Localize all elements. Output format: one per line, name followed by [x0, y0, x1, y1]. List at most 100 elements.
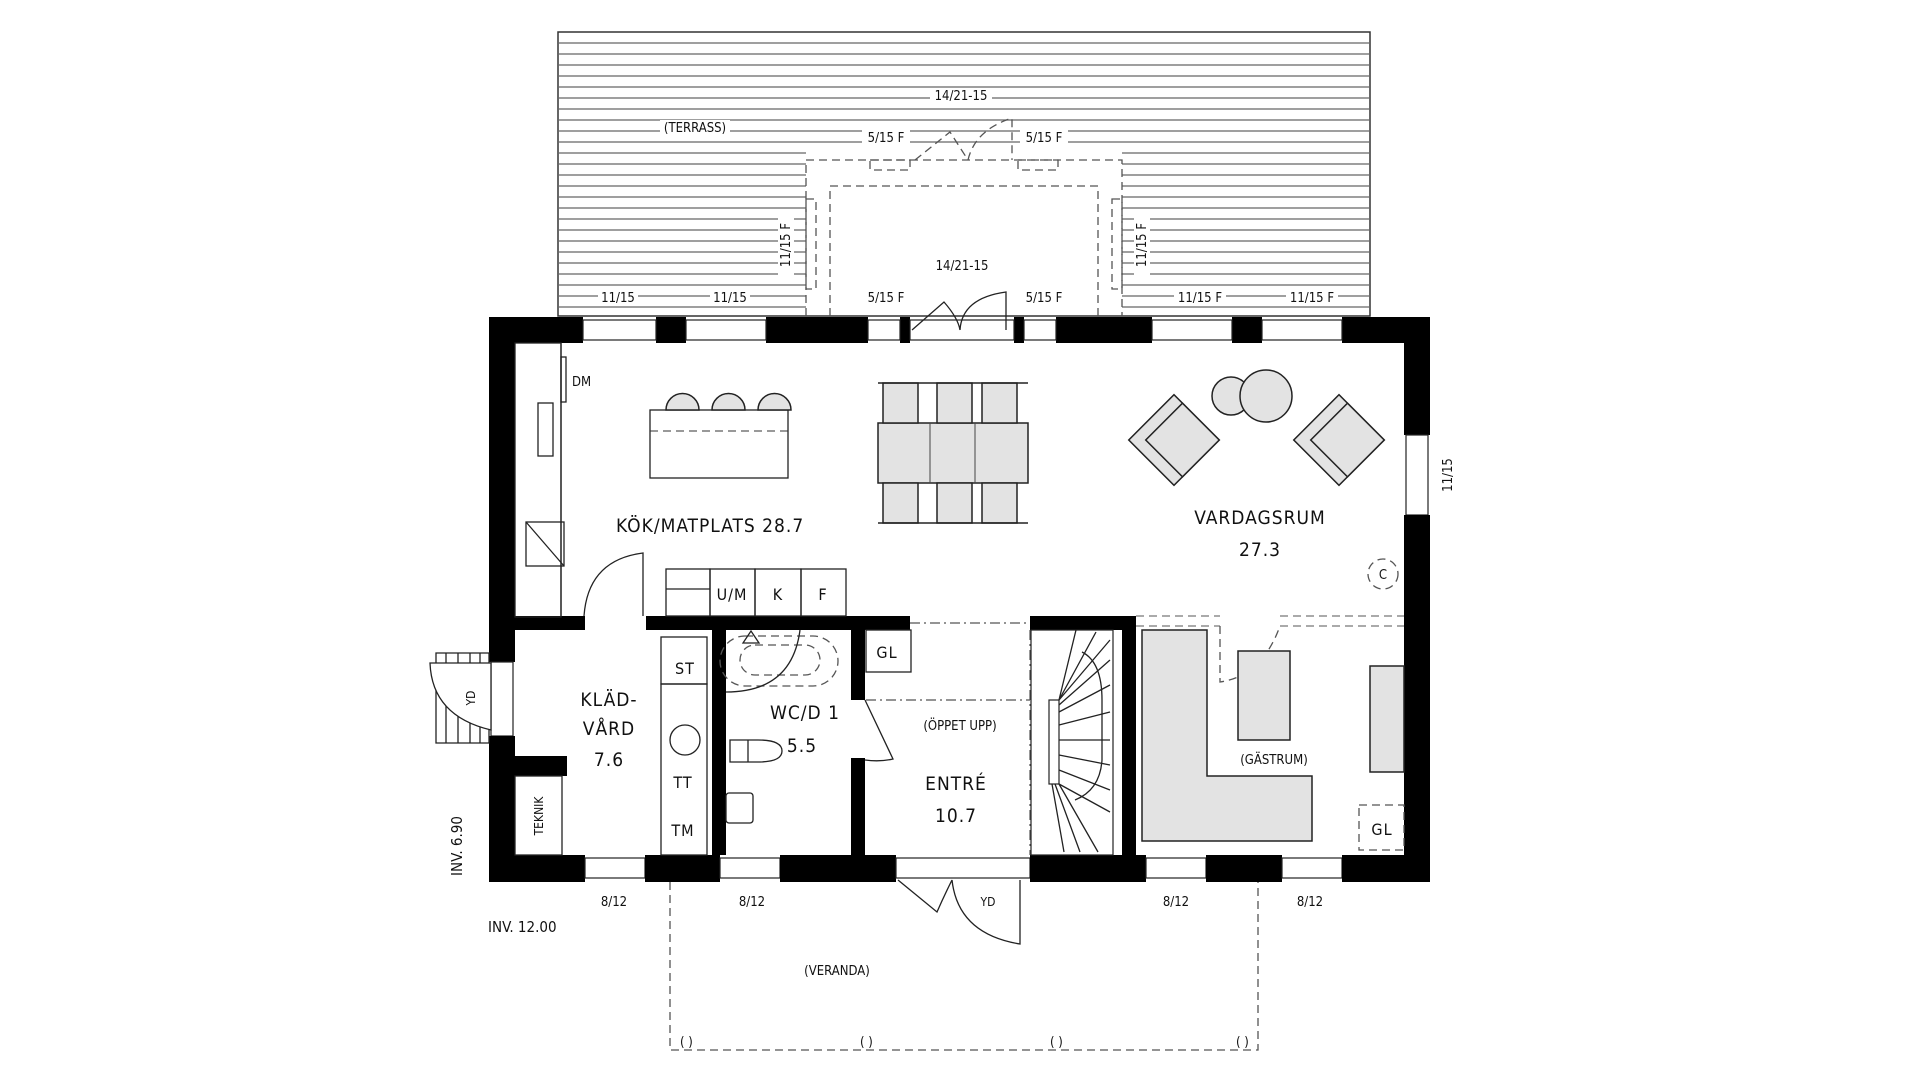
kitchen-counter-left — [514, 342, 562, 618]
entre-area: 10.7 — [935, 805, 977, 827]
window-bottom-1 — [584, 857, 646, 879]
window-label-bottom-2: 8/12 — [739, 895, 765, 910]
window-label-top-left-1: 11/15 — [601, 291, 635, 306]
bar-stool — [665, 392, 700, 411]
chair — [882, 382, 919, 424]
front-door-opening — [895, 857, 1031, 879]
toilet — [729, 739, 783, 763]
window-bottom-4 — [1281, 857, 1343, 879]
window-label-bay-right-top: 5/15 F — [1026, 131, 1063, 146]
terrace-door — [909, 319, 1015, 341]
kitchen-island — [649, 409, 789, 479]
window-bottom-3 — [1145, 857, 1207, 879]
entre-label: ENTRÉ — [925, 772, 987, 795]
um-label: U/M — [717, 585, 748, 604]
living-room: C VARDAGSRUM 27.3 — [1127, 369, 1399, 590]
inv-horizontal-label: INV. 12.00 — [488, 918, 557, 936]
veranda-label: (VERANDA) — [804, 964, 870, 979]
shower-curtain — [725, 629, 801, 693]
chair — [981, 382, 1018, 424]
bay-door-swing — [914, 117, 1013, 161]
inv-vertical-label: INV. 6.90 — [448, 816, 466, 876]
tt-label: TT — [672, 773, 692, 792]
bay-window-top-right — [1017, 159, 1059, 171]
window-label-bay-left-top: 5/15 F — [868, 131, 905, 146]
window-label-top-left-2: 11/15 — [713, 291, 747, 306]
sink — [525, 521, 565, 567]
wc: WC/D 1 5.5 — [719, 629, 894, 824]
wc-door-swing — [864, 699, 894, 762]
staircase — [1030, 616, 1136, 856]
window-label-bottom-3: 8/12 — [1163, 895, 1189, 910]
window-label-bottom-1: 8/12 — [601, 895, 627, 910]
window-label-top-mid-left: 5/15 F — [868, 291, 905, 306]
window-top-1 — [582, 319, 657, 341]
armchair-left — [1127, 393, 1221, 487]
entre-note: (ÖPPET UPP) — [923, 717, 996, 734]
wc-area: 5.5 — [787, 735, 817, 757]
laundry-column — [660, 683, 708, 856]
side-table-large — [1239, 369, 1293, 423]
vardagsrum-area: 27.3 — [1239, 539, 1281, 561]
coffee-table — [1237, 650, 1291, 741]
window-bottom-2 — [719, 857, 781, 879]
kok-label: KÖK/MATPLATS 28.7 — [616, 514, 804, 537]
armchair-right — [1292, 393, 1386, 487]
gl-gastrum-label: GL — [1371, 820, 1392, 839]
window-label-right-side: 11/15 — [1441, 458, 1456, 492]
svg-text:( ): ( ) — [860, 1035, 873, 1050]
bay-window-top-left — [869, 159, 911, 171]
window-label-bay-right-side: 11/15 F — [1135, 223, 1150, 267]
window-top-4 — [1023, 319, 1057, 341]
wc-washbasin — [725, 792, 754, 824]
kladvard: ST TT TM KLÄD- VÅRD 7.6 TEKNIK — [514, 636, 708, 856]
terrace-label: (TERRASS) — [664, 121, 726, 136]
window-top-3 — [867, 319, 901, 341]
gl-entre-label: GL — [876, 643, 897, 662]
dining-table — [877, 382, 1029, 524]
gastrum-label: (GÄSTRUM) — [1240, 752, 1308, 768]
outer-walls — [489, 317, 1430, 882]
f-label: F — [818, 585, 827, 604]
dishwasher-marker — [560, 356, 567, 403]
gastrum: GL (GÄSTRUM) — [1136, 615, 1405, 851]
kladvard-label-2: VÅRD — [583, 717, 635, 740]
terrace-door-swing — [911, 291, 1007, 331]
wc-label: WC/D 1 — [770, 702, 840, 724]
bay-window-right — [1111, 198, 1123, 290]
svg-text:( ): ( ) — [1050, 1035, 1063, 1050]
teknik-room — [514, 775, 563, 856]
window-label-terrace-door: 14/21-15 — [936, 259, 989, 274]
kladvard-label-1: KLÄD- — [580, 688, 637, 711]
terrace: (TERRASS) 14/21-15 5/15 F 5/15 F 11/15 F… — [557, 31, 1371, 317]
chair — [981, 482, 1018, 524]
cabinet-f — [800, 568, 847, 617]
stair-direction — [1074, 651, 1103, 801]
stove-icon — [1367, 558, 1399, 590]
sideboard — [1369, 665, 1405, 773]
cooktop — [537, 402, 554, 457]
bay-window-left — [805, 198, 817, 290]
svg-text:C: C — [1379, 568, 1387, 583]
bar-stool — [757, 392, 792, 411]
window-top-5 — [1151, 319, 1233, 341]
window-right — [1405, 434, 1429, 516]
corner-sofa — [1141, 629, 1313, 842]
side-door-swing — [429, 662, 492, 731]
kitchen: DM U/M K F KÖK/MATPLATS 28.7 — [514, 342, 847, 618]
window-label-top-right-1: 11/15 F — [1178, 291, 1222, 306]
st-label: ST — [675, 659, 695, 678]
window-label-top-right-2: 11/15 F — [1290, 291, 1334, 306]
door-left-opening — [490, 661, 514, 737]
teknik-label: TEKNIK — [532, 796, 546, 837]
gl-entre — [865, 629, 912, 673]
k-label: K — [773, 585, 783, 604]
dm-label: DM — [572, 375, 591, 390]
window-label-bottom-4: 8/12 — [1297, 895, 1323, 910]
bay-outline-inner — [829, 185, 1099, 316]
window-top-2 — [685, 319, 767, 341]
side-entrance: YD — [429, 652, 492, 744]
door-swing-kladvard — [583, 552, 644, 617]
veranda: ( ) ( ) ( ) ( ) (VERANDA) — [669, 882, 1259, 1051]
